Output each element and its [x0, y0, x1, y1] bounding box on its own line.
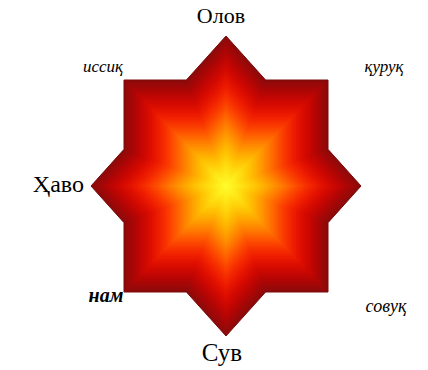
quality-label: иссиқ	[83, 58, 123, 75]
star-layer	[164, 117, 288, 255]
star-layer	[153, 105, 299, 268]
star-layer	[94, 39, 358, 333]
star-layer	[91, 36, 361, 336]
star-layer	[150, 102, 302, 271]
star-layer	[173, 127, 280, 246]
element-label: Сув	[202, 340, 242, 365]
star-layer	[218, 177, 235, 196]
star-layer	[119, 67, 333, 305]
star-layer	[195, 152, 257, 221]
star-layer	[139, 89, 313, 283]
star-layer	[156, 108, 297, 264]
star-layer	[167, 120, 285, 251]
star-layer	[142, 92, 311, 280]
star-layer	[175, 130, 276, 243]
star-layer	[212, 170, 240, 201]
star-layer	[201, 158, 252, 214]
star-layer	[206, 164, 245, 208]
star-layer	[220, 180, 231, 193]
star-layer	[105, 52, 347, 321]
star-layer	[161, 114, 290, 258]
element-label: Олов	[197, 5, 245, 27]
star-layer	[147, 99, 305, 274]
element-label: Ҳаво	[33, 172, 84, 196]
star-layer	[122, 70, 330, 301]
star-layer	[133, 83, 319, 289]
star-layer	[215, 174, 238, 199]
quality-label: совуқ	[366, 297, 407, 315]
star-layer	[204, 161, 249, 211]
star-layer	[223, 183, 229, 189]
star-layer	[192, 149, 260, 224]
star-layer	[181, 136, 271, 236]
star-layer	[125, 74, 328, 299]
star-layer	[108, 55, 344, 318]
star-layer	[144, 95, 307, 276]
star-layer	[184, 139, 268, 233]
quality-label: нам	[89, 285, 124, 305]
star-layer	[130, 80, 321, 293]
star-layer	[99, 45, 352, 326]
star-layer	[189, 145, 262, 226]
star-layer	[102, 49, 350, 324]
star-layer	[111, 58, 342, 314]
star-layer	[114, 61, 339, 311]
star-layer	[198, 155, 254, 218]
star-layer	[209, 167, 243, 205]
star-layer	[128, 77, 325, 296]
star-layer	[187, 142, 266, 230]
star-layer	[170, 124, 283, 249]
quality-label: қуруқ	[364, 58, 403, 75]
star-layer	[178, 133, 274, 239]
star-layer	[116, 64, 335, 308]
star-layer	[97, 42, 356, 330]
star-layer	[136, 86, 316, 286]
star-layer	[159, 111, 294, 261]
